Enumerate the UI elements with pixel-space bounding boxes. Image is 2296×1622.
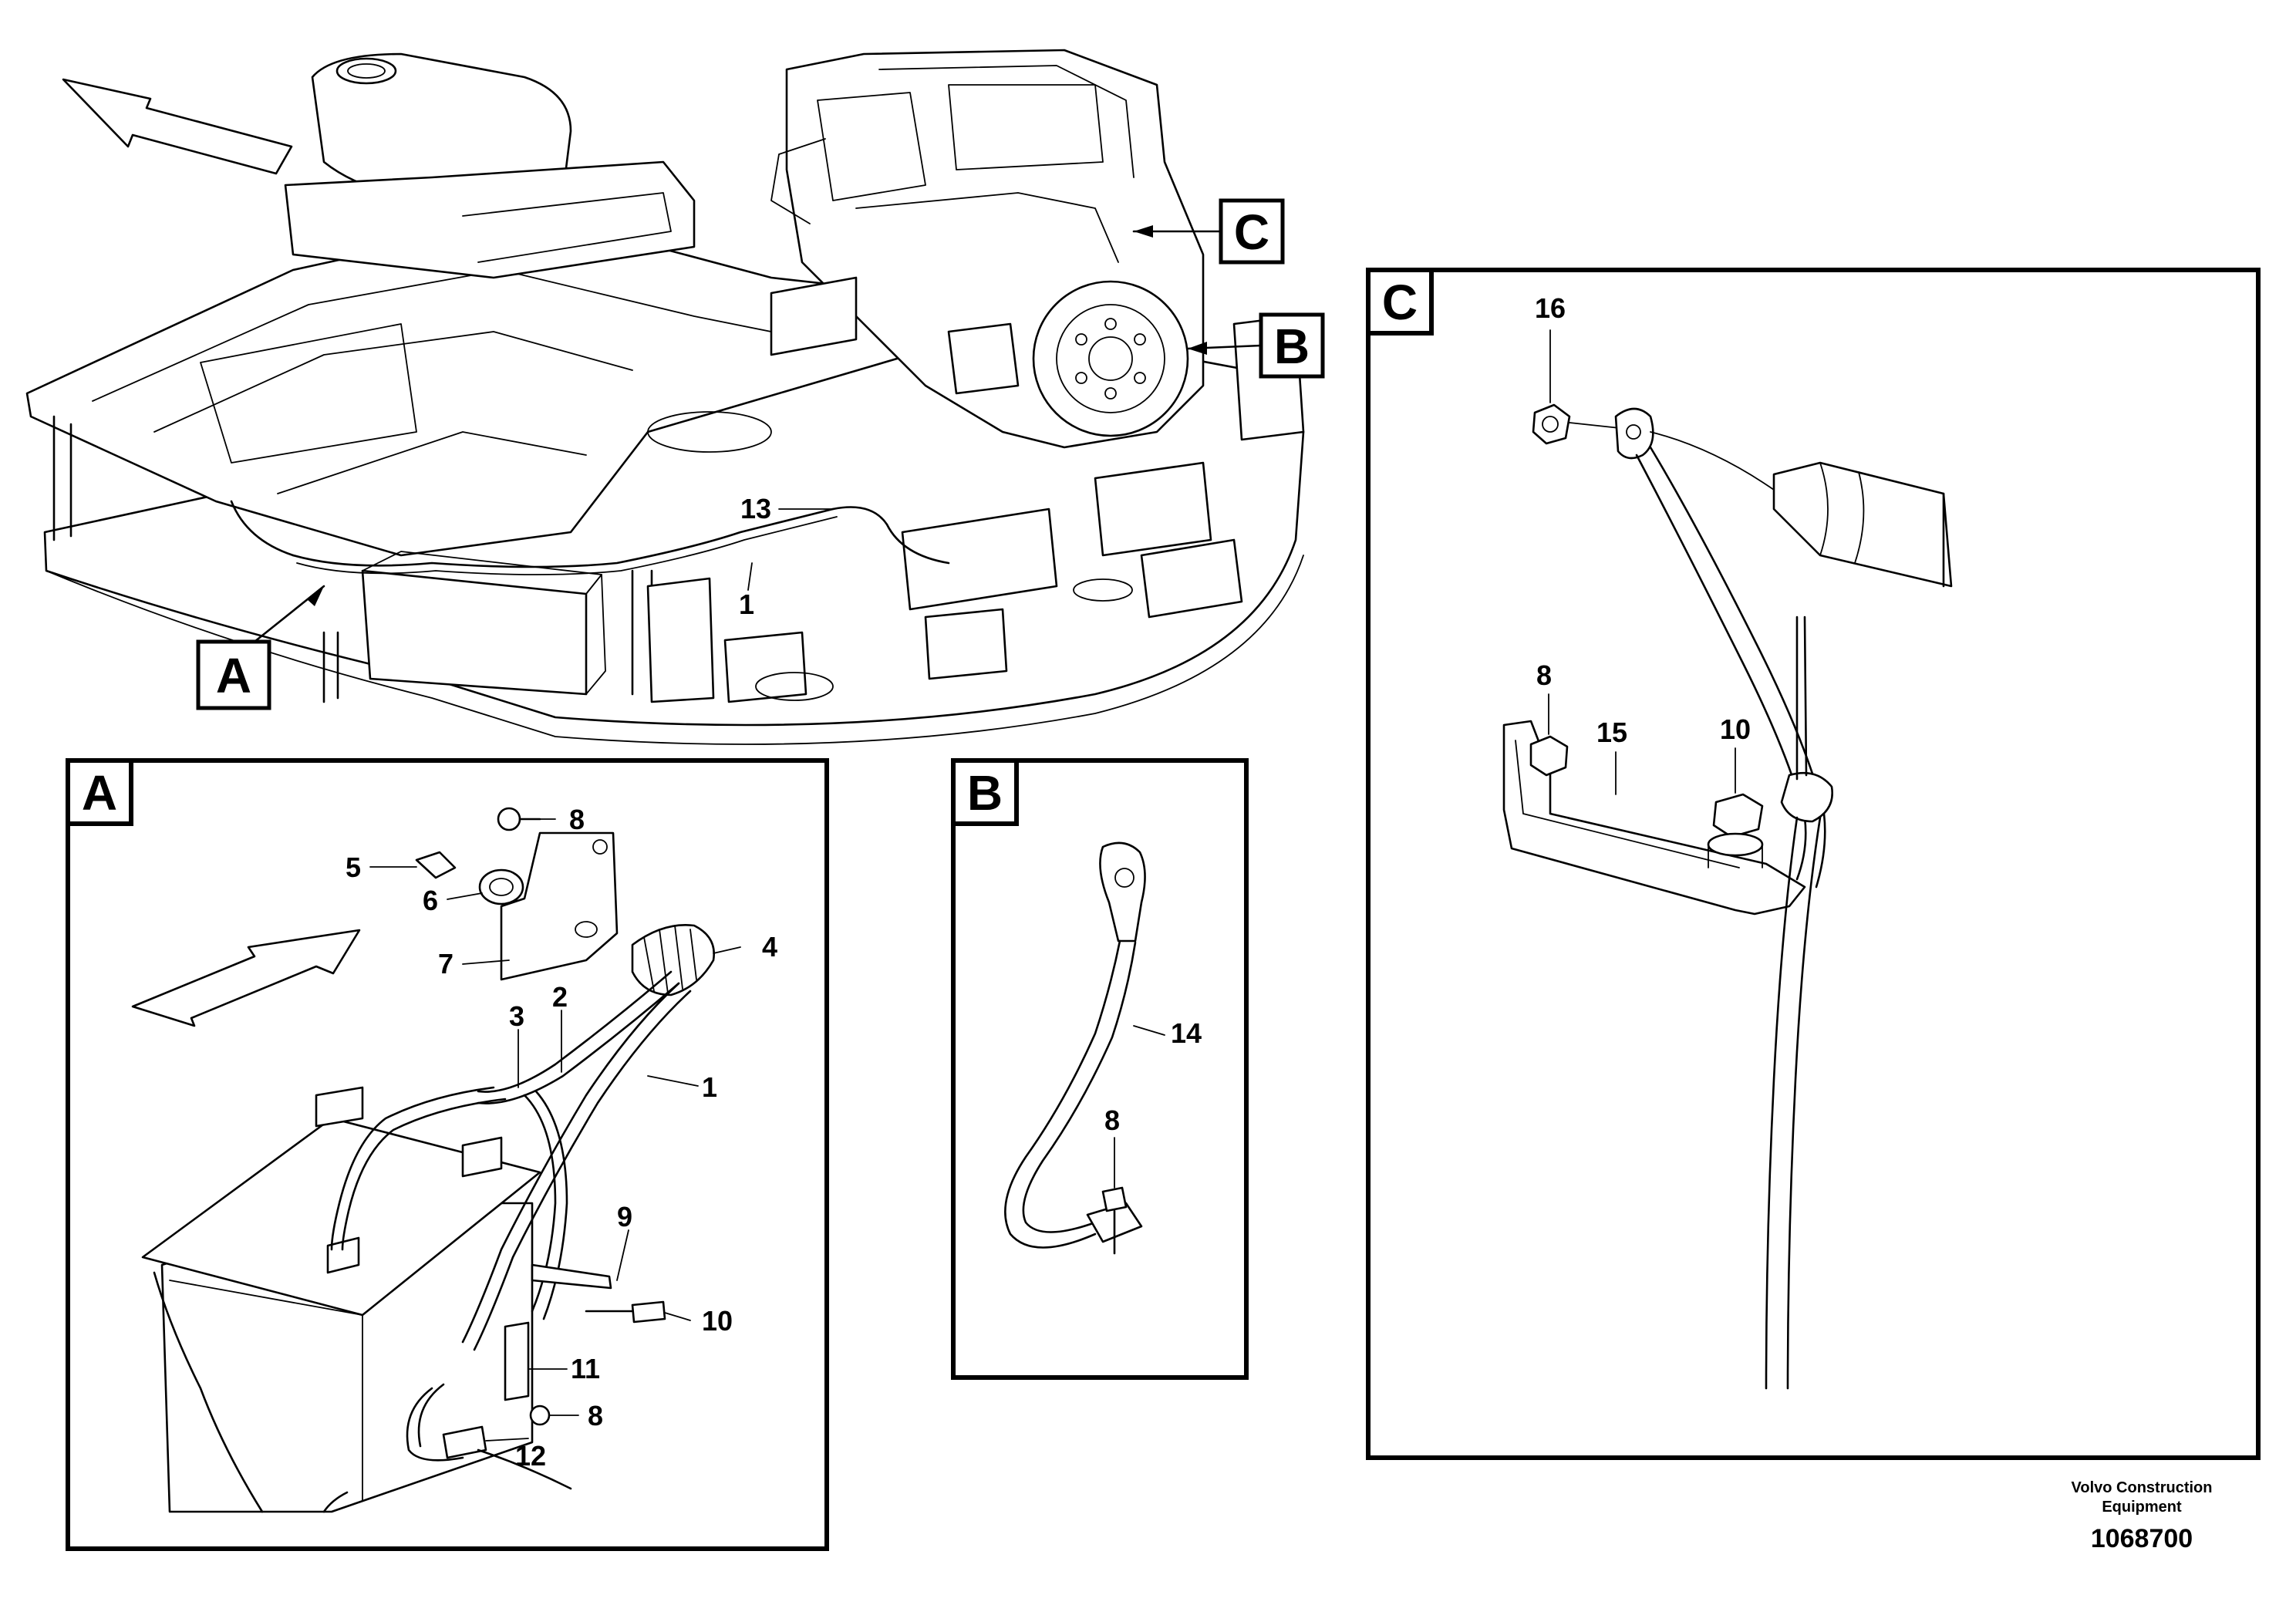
detail-b-label-8: 8: [1104, 1104, 1120, 1136]
detail-a-label-12: 12: [515, 1440, 546, 1472]
detail-c-label-10: 10: [1720, 713, 1751, 745]
company-name-line2: Equipment: [2102, 1499, 2182, 1516]
detail-b-title: B: [967, 765, 1003, 821]
overview-view: C B A 13 1: [25, 49, 1325, 745]
cable-3: [330, 1086, 495, 1251]
drawing-number: 1068700: [2091, 1524, 2193, 1553]
overview-label-1: 1: [739, 588, 754, 620]
cable-boot-4: [631, 924, 716, 996]
footer: Volvo Construction Equipment 1068700: [2072, 1479, 2213, 1553]
overview-label-13: 13: [740, 493, 771, 524]
cable-1: [461, 982, 680, 1344]
callout-c-tag: [1219, 198, 1285, 265]
detail-a-label-1: 1: [702, 1071, 717, 1103]
callout-a-tag: [196, 639, 271, 710]
ground-cable-14: [1099, 841, 1146, 943]
bracket-7: [500, 831, 619, 981]
direction-arrow-icon: [62, 78, 293, 175]
detail-c-label-8: 8: [1536, 659, 1552, 691]
detail-a-label-11: 11: [571, 1353, 600, 1384]
detail-c-label-16: 16: [1535, 292, 1566, 324]
direction-arrow-icon: [131, 929, 361, 1027]
detail-c-label-15: 15: [1596, 717, 1627, 748]
callout-c-label: C: [1234, 204, 1269, 260]
detail-a-frame: [66, 758, 829, 1551]
starter-cable: [1635, 454, 1807, 881]
cable-2: [477, 970, 673, 1093]
callout-a-label: A: [216, 648, 251, 703]
detail-c-frame: [1366, 268, 2261, 1460]
detail-a-label-8-bottom: 8: [588, 1400, 603, 1431]
detail-a-label-5: 5: [346, 851, 361, 883]
detail-b-frame: [951, 758, 1249, 1380]
company-name-line1: Volvo Construction: [2072, 1479, 2213, 1496]
detail-a-label-8-top: 8: [569, 804, 585, 835]
callout-b-label: B: [1274, 319, 1310, 374]
detail-c-title: C: [1382, 275, 1418, 330]
detail-a-label-4: 4: [762, 931, 777, 963]
detail-a-label-6: 6: [423, 885, 438, 916]
detail-a-label-2: 2: [552, 981, 568, 1013]
detail-a-panel: A: [66, 758, 829, 1551]
detail-a-label-7: 7: [438, 948, 453, 980]
cable-1-overview: [292, 508, 834, 568]
detail-a-label-9: 9: [617, 1201, 632, 1233]
detail-b-label-14: 14: [1171, 1017, 1202, 1049]
detail-c-panel: C: [1366, 268, 2261, 1460]
detail-b-panel: B 14 8: [951, 758, 1249, 1380]
detail-a-title: A: [82, 765, 117, 821]
detail-a-label-10: 10: [702, 1305, 733, 1337]
detail-a-label-3: 3: [509, 1000, 524, 1032]
